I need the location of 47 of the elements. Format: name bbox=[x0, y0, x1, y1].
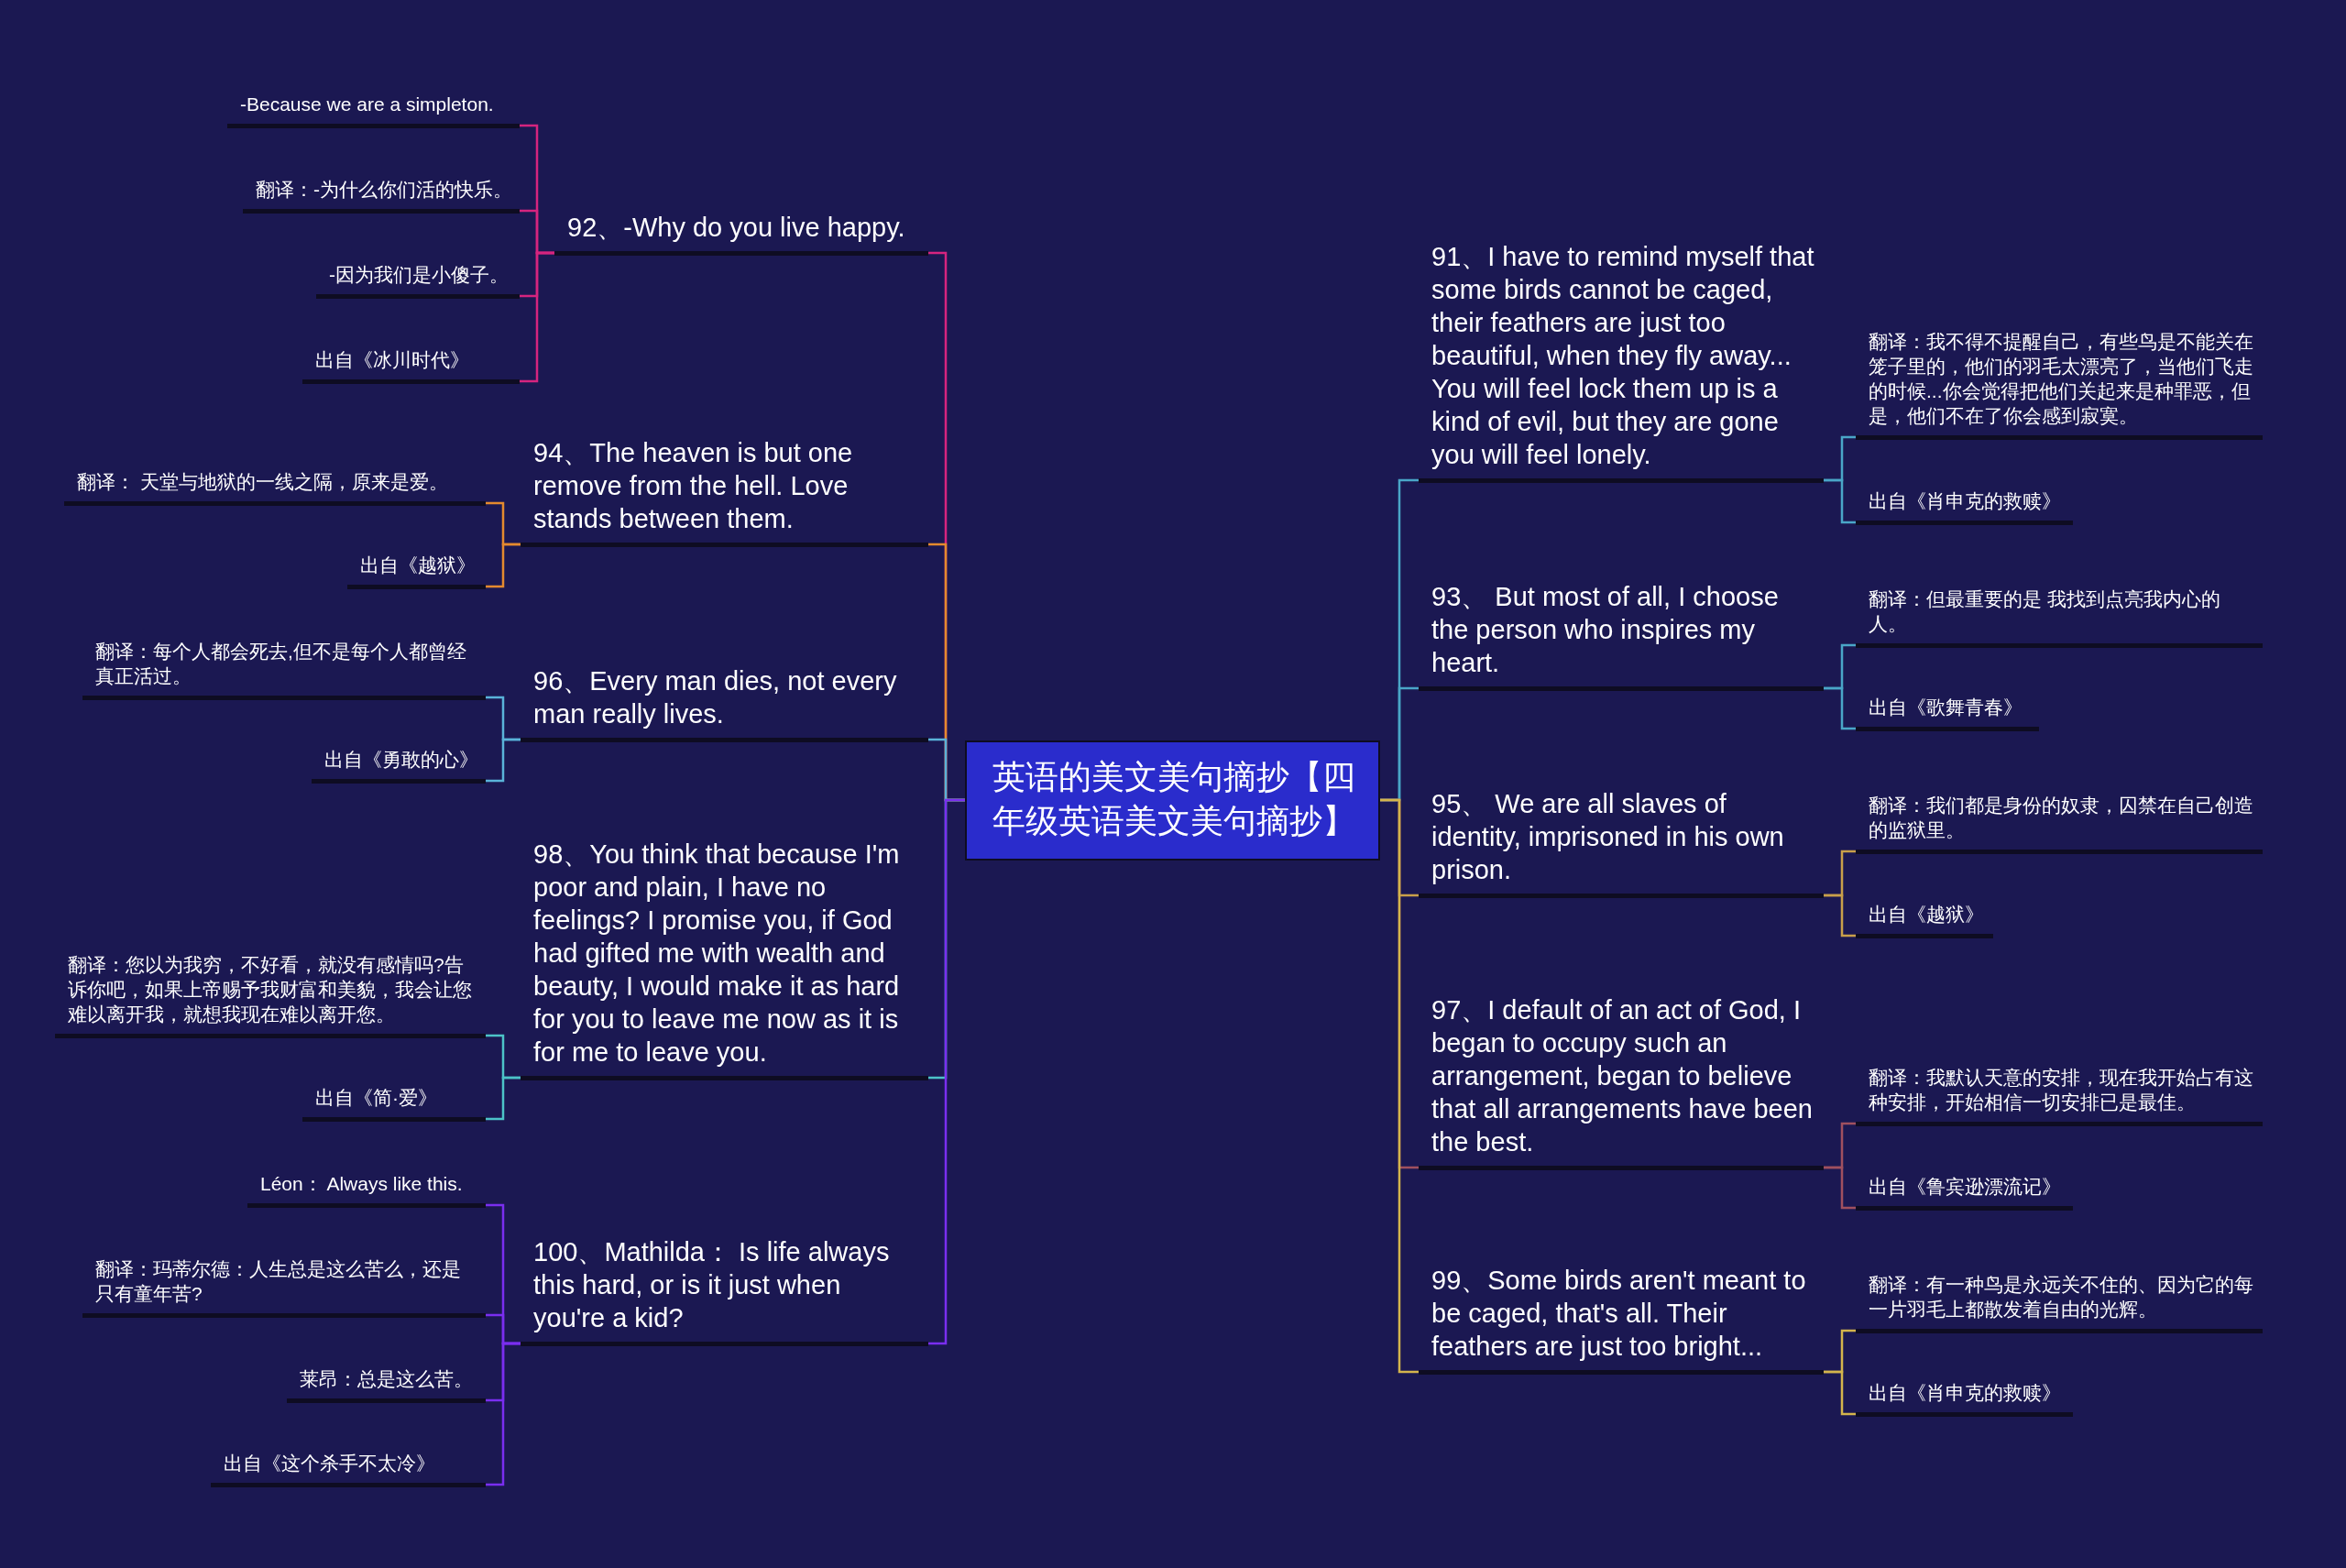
connector-line bbox=[1824, 1370, 1856, 1416]
note-text: 出自《肖申克的救赎》 bbox=[1856, 488, 2073, 525]
connector-line bbox=[486, 738, 521, 783]
connector-line bbox=[486, 1342, 521, 1486]
note-text: 翻译：每个人都会死去,但不是每个人都曾经真正活过。 bbox=[82, 639, 486, 700]
note-text: 出自《勇敢的心》 bbox=[312, 747, 486, 784]
connector-line bbox=[1380, 798, 1419, 1374]
note-text: 翻译：有一种鸟是永远关不住的、因为它的每一片羽毛上都散发着自由的光辉。 bbox=[1856, 1272, 2263, 1333]
note-text: 翻译： 天堂与地狱的一线之隔，原来是爱。 bbox=[64, 469, 486, 506]
note-text: 出自《越狱》 bbox=[347, 553, 486, 589]
note-text: 翻译：-为什么你们活的快乐。 bbox=[243, 177, 520, 214]
quote-text: 97、I default of an act of God, I began to occupy such an arrangement, began to believe that all arrangements have been the best. bbox=[1419, 993, 1824, 1170]
connector-line bbox=[1824, 478, 1856, 524]
quote-text: 93、 But most of all, I choose the person who inspires my heart. bbox=[1419, 580, 1824, 691]
note-text: 翻译：我们都是身份的奴隶，囚禁在自己创造的监狱里。 bbox=[1856, 793, 2263, 854]
note-text: 出自《简·爱》 bbox=[302, 1085, 486, 1122]
note-text: 出自《冰川时代》 bbox=[302, 347, 520, 384]
note-text: 翻译：您以为我穷，不好看，就没有感情吗?告诉你吧，如果上帝赐予我财富和美貌，我会让您难以离开我，就想我现在难以离开您。 bbox=[55, 952, 486, 1038]
quote-text: 92、-Why do you live happy. bbox=[554, 211, 928, 256]
note-text: Léon： Always like this. bbox=[247, 1171, 486, 1208]
note-text: 出自《鲁宾逊漂流记》 bbox=[1856, 1174, 2073, 1211]
note-text: -Because we are a simpleton. bbox=[227, 92, 520, 128]
quote-text: 100、Mathilda： Is life always this hard, or is it just when you're a kid? bbox=[521, 1235, 928, 1346]
title-box: 英语的美文美句摘抄【四年级英语美文美句摘抄】 bbox=[965, 740, 1380, 861]
connector-line bbox=[486, 1076, 521, 1121]
note-text: 翻译：玛蒂尔德：人生总是这么苦么，还是只有童年苦? bbox=[82, 1256, 486, 1318]
note-text: 莱昂：总是这么苦。 bbox=[287, 1366, 486, 1403]
note-text: 出自《肖申克的救赎》 bbox=[1856, 1380, 2073, 1417]
connector-line bbox=[1824, 686, 1856, 730]
note-text: 出自《歌舞青春》 bbox=[1856, 695, 2039, 731]
connector-line bbox=[520, 251, 554, 383]
quote-text: 98、You think that because I'm poor and plain, I have no feelings? I promise you, if God had gifted me with wealth and beauty, I would make it as hard for you to leave me now as it is for me to leave you. bbox=[521, 838, 928, 1080]
connector-line bbox=[486, 543, 521, 588]
note-text: 翻译：但最重要的是 我找到点亮我内心的人。 bbox=[1856, 587, 2263, 648]
quote-text: 95、 We are all slaves of identity, imprisoned in his own prison. bbox=[1419, 787, 1824, 898]
quote-text: 94、The heaven is but one remove from the hell. Love stands between them. bbox=[521, 436, 928, 547]
connector-line bbox=[1824, 1166, 1856, 1210]
connector-line bbox=[1824, 894, 1856, 938]
quote-text: 96、Every man dies, not every man really lives. bbox=[521, 664, 928, 742]
note-text: 出自《越狱》 bbox=[1856, 902, 1993, 938]
note-text: 翻译：我默认天意的安排，现在我开始占有这种安排，开始相信一切安排已是最佳。 bbox=[1856, 1065, 2263, 1126]
connector-line bbox=[928, 798, 965, 1345]
quote-text: 99、Some birds aren't meant to be caged, that's all. Their feathers are just too bright... bbox=[1419, 1264, 1824, 1375]
note-text: -因为我们是小傻子。 bbox=[316, 262, 520, 299]
quote-text: 91、I have to remind myself that some birds cannot be caged, their feathers are just too beautiful, when they fly away... You will feel lock them up is a kind of evil, but they are gone you will feel lonely. bbox=[1419, 240, 1824, 483]
note-text: 出自《这个杀手不太冷》 bbox=[211, 1451, 486, 1487]
note-text: 翻译：我不得不提醒自己，有些鸟是不能关在笼子里的，他们的羽毛太漂亮了，当他们飞走的时候...你会觉得把他们关起来是种罪恶，但是，他们不在了你会感到寂寞。 bbox=[1856, 329, 2263, 440]
